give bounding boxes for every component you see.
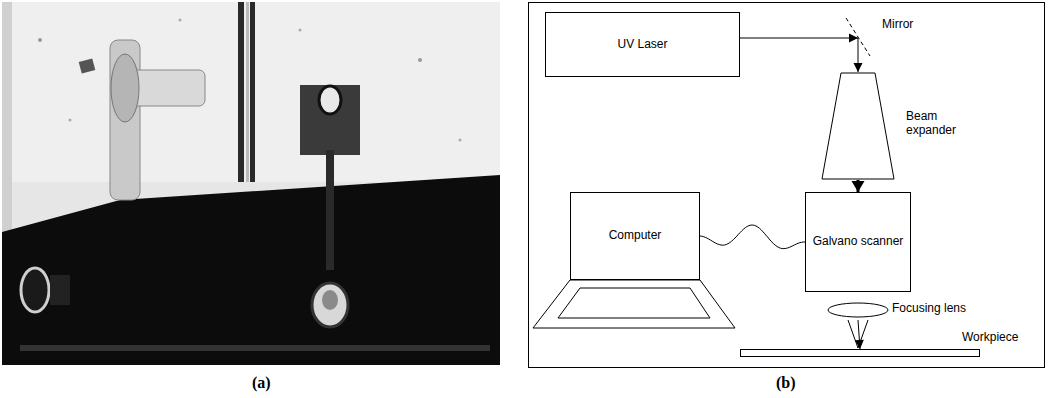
panel-label: (b)	[776, 374, 796, 392]
computer-icon: Computer	[530, 190, 740, 330]
scanner-box: Galvano scanner	[805, 192, 911, 292]
plate-rect	[740, 349, 980, 357]
text-wrap: Galvano scanner	[807, 235, 910, 249]
node-label: Computer	[609, 229, 662, 243]
mirror-line	[842, 16, 874, 60]
setup-photo	[2, 2, 500, 365]
beam-arrow	[855, 320, 864, 349]
laptop-screen: Computer	[570, 192, 700, 280]
panel-frame	[529, 3, 1045, 368]
panel-label: (a)	[252, 374, 271, 392]
workpiece-plate: Workpiece	[740, 330, 1030, 358]
cable-line	[700, 225, 805, 249]
node-label: Focusing lens	[892, 302, 966, 316]
node-label: Beam expander	[906, 110, 978, 138]
node-label: UV Laser	[617, 38, 667, 52]
beam-arrow	[740, 34, 858, 43]
beam-expander: Beam expander	[820, 72, 980, 180]
node-label: Workpiece	[962, 331, 1018, 345]
mirror-symbol: Mirror	[842, 16, 932, 60]
beam-cone	[848, 320, 868, 348]
text-wrap: UV Laser	[611, 38, 673, 52]
laser-box: UV Laser	[545, 12, 740, 77]
beam-arrow	[854, 38, 863, 72]
node-label: Galvano scanner	[813, 235, 904, 249]
lens-symbol: Focusing lens	[826, 300, 986, 320]
beam-arrow	[852, 180, 865, 192]
lens-ellipse	[826, 300, 890, 320]
node-label: Mirror	[882, 18, 913, 32]
expander-shape	[820, 72, 896, 180]
